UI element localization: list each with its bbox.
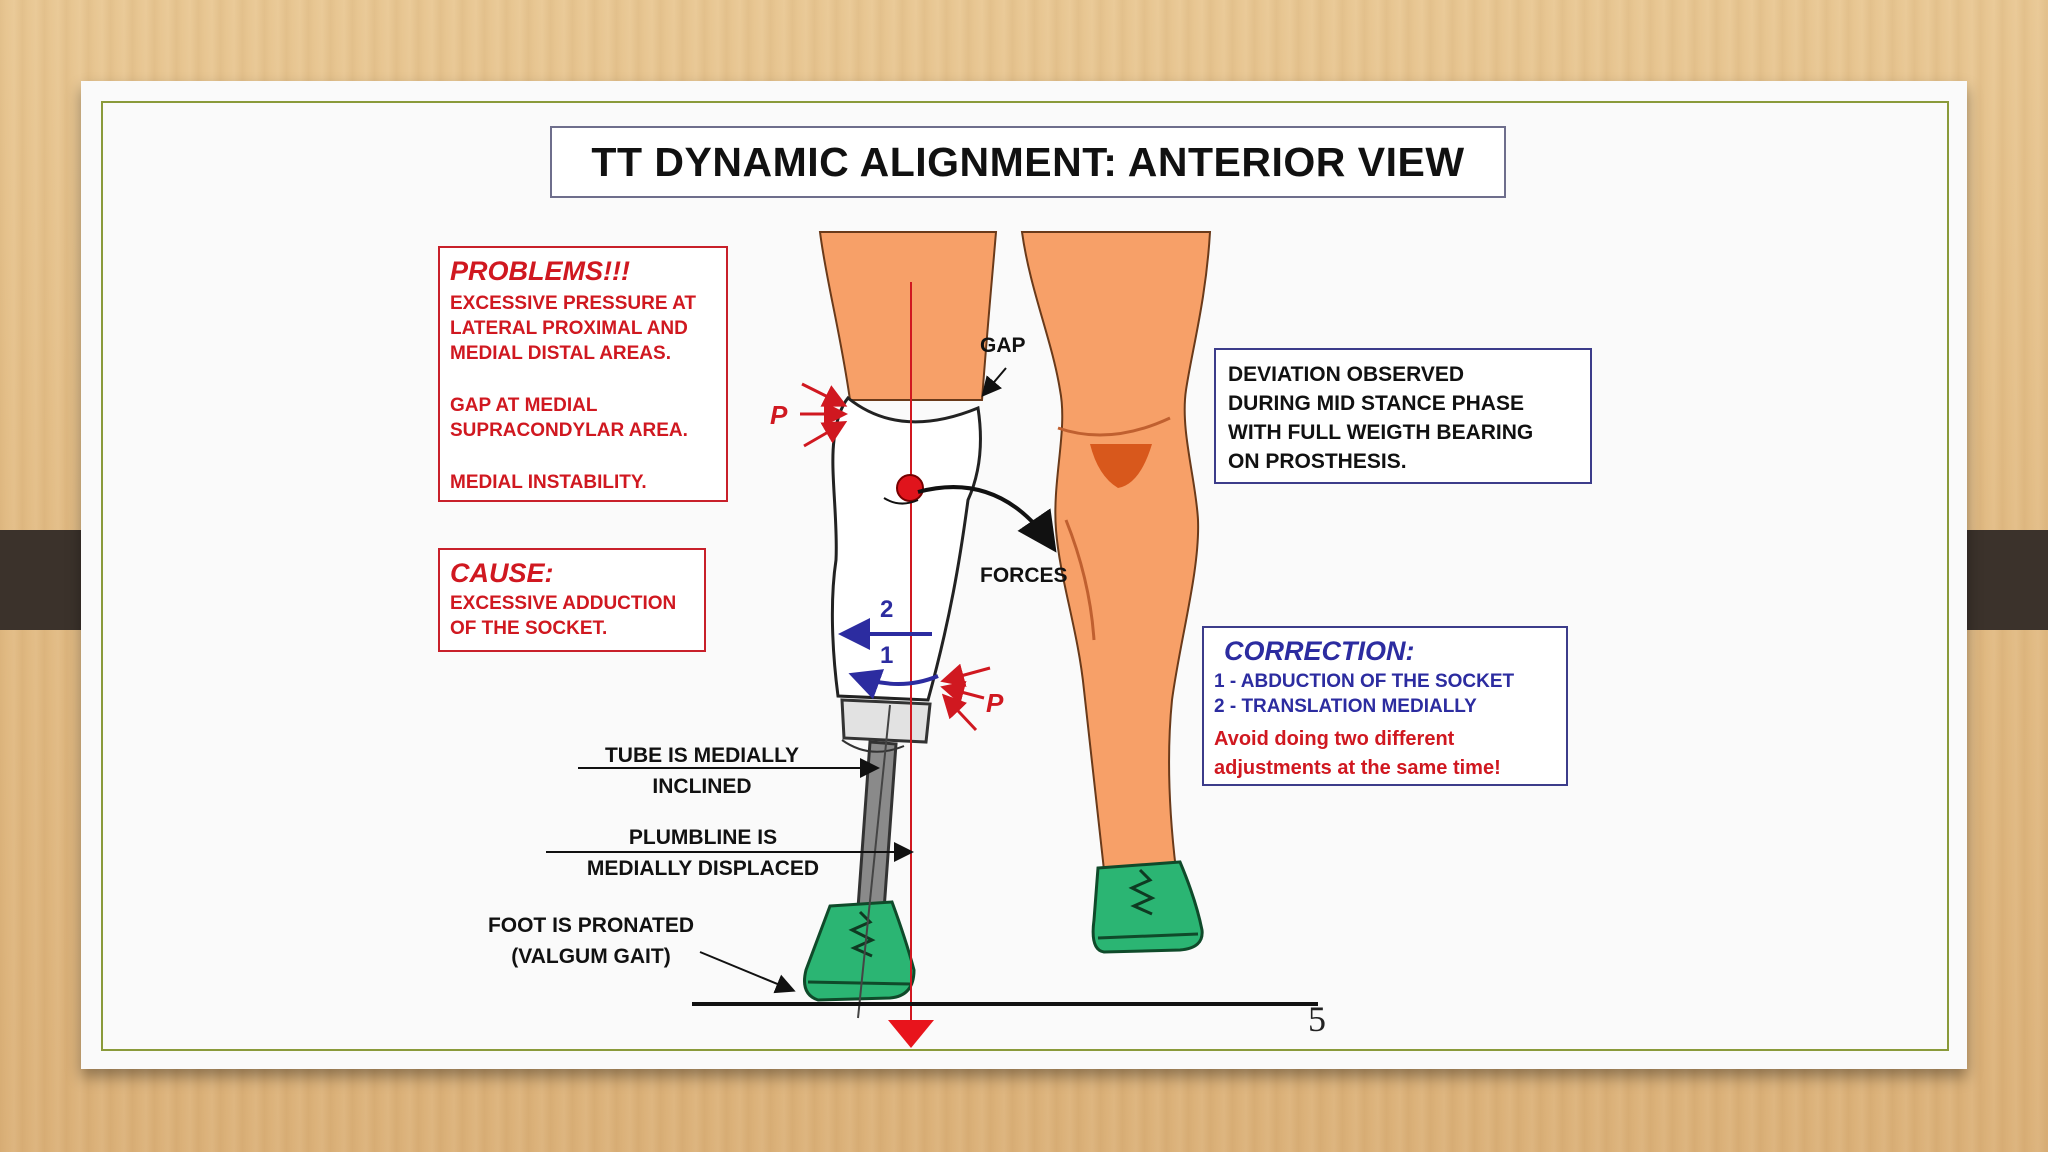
cause-line: OF THE SOCKET. <box>450 618 608 639</box>
problems-line: LATERAL PROXIMAL AND <box>450 318 688 339</box>
correction-warning: adjustments at the same time! <box>1214 757 1501 779</box>
residual-thigh <box>818 231 998 401</box>
cause-line: EXCESSIVE ADDUCTION <box>450 593 677 614</box>
problems-line: SUPRACONDYLAR AREA. <box>450 420 688 441</box>
deviation-line: DEVIATION OBSERVED <box>1228 363 1465 386</box>
problems-box: PROBLEMS!!! EXCESSIVE PRESSURE AT LATERA… <box>438 246 728 502</box>
problems-line: MEDIAL INSTABILITY. <box>450 472 647 493</box>
problems-heading: PROBLEMS!!! <box>450 256 630 286</box>
plumb-label-line: PLUMBLINE IS <box>628 826 778 849</box>
plumb-label: PLUMBLINE IS MEDIALLY DISPLACED <box>566 822 840 884</box>
tube-label-line: TUBE IS MEDIALLY <box>604 744 800 767</box>
tube-label-line: INCLINED <box>652 775 752 798</box>
deviation-line: ON PROSTHESIS. <box>1228 450 1407 473</box>
foot-label-line: (VALGUM GAIT) <box>511 945 671 968</box>
correction-number-1: 1 <box>880 642 894 669</box>
correction-number-2: 2 <box>880 596 894 623</box>
pressure-arrows-top <box>800 382 848 448</box>
right-shoe <box>1091 860 1204 954</box>
knee-crease <box>1057 416 1171 437</box>
prosthetic-socket <box>830 395 982 702</box>
problems-line: EXCESSIVE PRESSURE AT <box>450 293 697 314</box>
foot-label: FOOT IS PRONATED (VALGUM GAIT) <box>466 910 716 972</box>
pylon-collar <box>840 698 932 744</box>
page-number: 5 <box>1308 999 1326 1039</box>
arrow-1-abduction <box>848 669 939 700</box>
deviation-line: DURING MID STANCE PHASE <box>1228 392 1524 415</box>
cause-heading: CAUSE: <box>450 558 554 588</box>
tube-axis-line <box>857 704 891 1019</box>
correction-warning: Avoid doing two different <box>1214 728 1455 750</box>
gap-label: GAP <box>980 334 1026 357</box>
problems-line: GAP AT MEDIAL <box>450 395 598 416</box>
slide-frame <box>101 101 1949 1051</box>
force-arrow <box>917 485 1057 553</box>
foot-label-line: FOOT IS PRONATED <box>487 914 695 937</box>
foot-leader <box>699 951 796 994</box>
slide-title: TT DYNAMIC ALIGNMENT: ANTERIOR VIEW <box>550 126 1506 198</box>
cause-box: CAUSE: EXCESSIVE ADDUCTION OF THE SOCKET… <box>438 548 706 652</box>
center-marker <box>896 474 924 502</box>
pressure-arrows-bottom <box>940 663 991 732</box>
pressure-label-top: P <box>770 400 788 430</box>
plumb-label-line: MEDIALLY DISPLACED <box>586 857 820 880</box>
forces-label: FORCES <box>980 564 1068 587</box>
tube-label: TUBE IS MEDIALLY INCLINED <box>584 740 820 802</box>
pressure-label-bottom: P <box>986 688 1004 718</box>
correction-line: 1 - ABDUCTION OF THE SOCKET <box>1214 671 1515 692</box>
deviation-box: DEVIATION OBSERVED DURING MID STANCE PHA… <box>1214 348 1592 484</box>
sound-leg <box>1020 231 1212 871</box>
problems-line: MEDIAL DISTAL AREAS. <box>450 343 671 364</box>
shin-shadow <box>1064 519 1096 641</box>
correction-box: CORRECTION: 1 - ABDUCTION OF THE SOCKET … <box>1202 626 1568 786</box>
deviation-line: WITH FULL WEIGTH BEARING <box>1228 421 1534 444</box>
kneecap <box>1090 444 1152 488</box>
correction-heading: CORRECTION: <box>1224 636 1415 666</box>
plumb-weight <box>888 1020 934 1048</box>
correction-line: 2 - TRANSLATION MEDIALLY <box>1214 696 1477 717</box>
gap-arrow <box>981 367 1007 398</box>
